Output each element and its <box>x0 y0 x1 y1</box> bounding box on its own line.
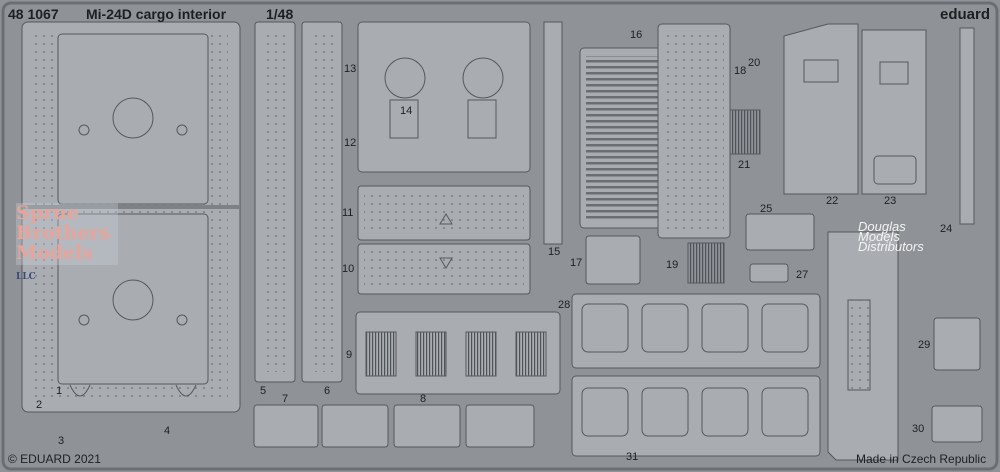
part-ribbed-panel <box>579 23 731 239</box>
part-lower-brackets <box>253 404 535 448</box>
distributor-line-1: Douglas <box>858 219 906 234</box>
part-number-16: 16 <box>630 29 642 41</box>
part-number-13: 13 <box>344 63 356 75</box>
part-number-4: 4 <box>164 425 170 437</box>
part-number-6: 6 <box>324 385 330 397</box>
part-number-18: 18 <box>734 65 746 77</box>
part-number-11: 11 <box>342 207 353 219</box>
part-number-2: 2 <box>36 399 42 411</box>
part-29-30 <box>931 317 983 443</box>
product-code: 48 1067 <box>8 6 59 22</box>
part-number-23: 23 <box>884 195 896 207</box>
part-number-31: 31 <box>626 451 638 463</box>
watermark-line-3: Models LLC <box>16 242 93 282</box>
part-rail <box>543 21 563 245</box>
part-24 <box>827 231 899 461</box>
part-number-labels: 1 2 3 4 5 6 7 8 9 10 11 12 13 14 15 16 1… <box>36 29 952 463</box>
part-number-21: 21 <box>738 159 750 171</box>
watermark-line-2: Brothers <box>16 222 111 244</box>
part-number-20: 20 <box>748 57 760 69</box>
watermark-logo: Sprue Brothers Models LLC <box>16 202 118 282</box>
part-number-24: 24 <box>940 223 952 235</box>
part-side-strips <box>254 21 343 383</box>
part-number-9: 9 <box>346 349 352 361</box>
part-number-14: 14 <box>400 105 412 117</box>
part-floor-panel <box>21 21 241 413</box>
product-scale: 1/48 <box>266 6 294 22</box>
part-number-8: 8 <box>420 393 426 405</box>
part-small-brackets <box>585 213 815 285</box>
part-number-28: 28 <box>558 299 570 311</box>
part-21 <box>729 109 761 155</box>
part-number-29: 29 <box>918 339 930 351</box>
part-edge-tabs <box>959 27 975 225</box>
part-number-3: 3 <box>58 435 64 447</box>
part-number-19: 19 <box>666 259 678 271</box>
part-number-7: 7 <box>282 393 288 405</box>
copyright-text: © EDUARD 2021 <box>8 452 101 466</box>
distributor-line-2: Models <box>858 229 900 244</box>
part-number-10: 10 <box>342 263 354 275</box>
distributor-line-3: Distributors <box>858 239 924 254</box>
origin-text: Made in Czech Republic <box>856 452 987 466</box>
part-number-22: 22 <box>826 195 838 207</box>
part-number-15: 15 <box>548 246 560 258</box>
part-wall-panels <box>357 21 531 295</box>
watermark-line-1: Sprue <box>16 202 79 224</box>
part-bulkheads <box>783 23 927 195</box>
product-title: Mi-24D cargo interior <box>86 6 227 22</box>
part-number-1: 1 <box>56 385 62 397</box>
part-number-25: 25 <box>760 203 772 215</box>
part-seat-backs <box>355 311 561 395</box>
part-number-5: 5 <box>260 385 266 397</box>
part-seat-frames <box>571 293 821 457</box>
part-number-17: 17 <box>570 257 582 269</box>
part-number-12: 12 <box>344 137 356 149</box>
part-number-30: 30 <box>912 423 924 435</box>
part-number-27: 27 <box>796 269 808 281</box>
distributor-logo: Douglas Models Distributors <box>858 219 976 254</box>
brand-logo: eduard <box>940 6 991 23</box>
